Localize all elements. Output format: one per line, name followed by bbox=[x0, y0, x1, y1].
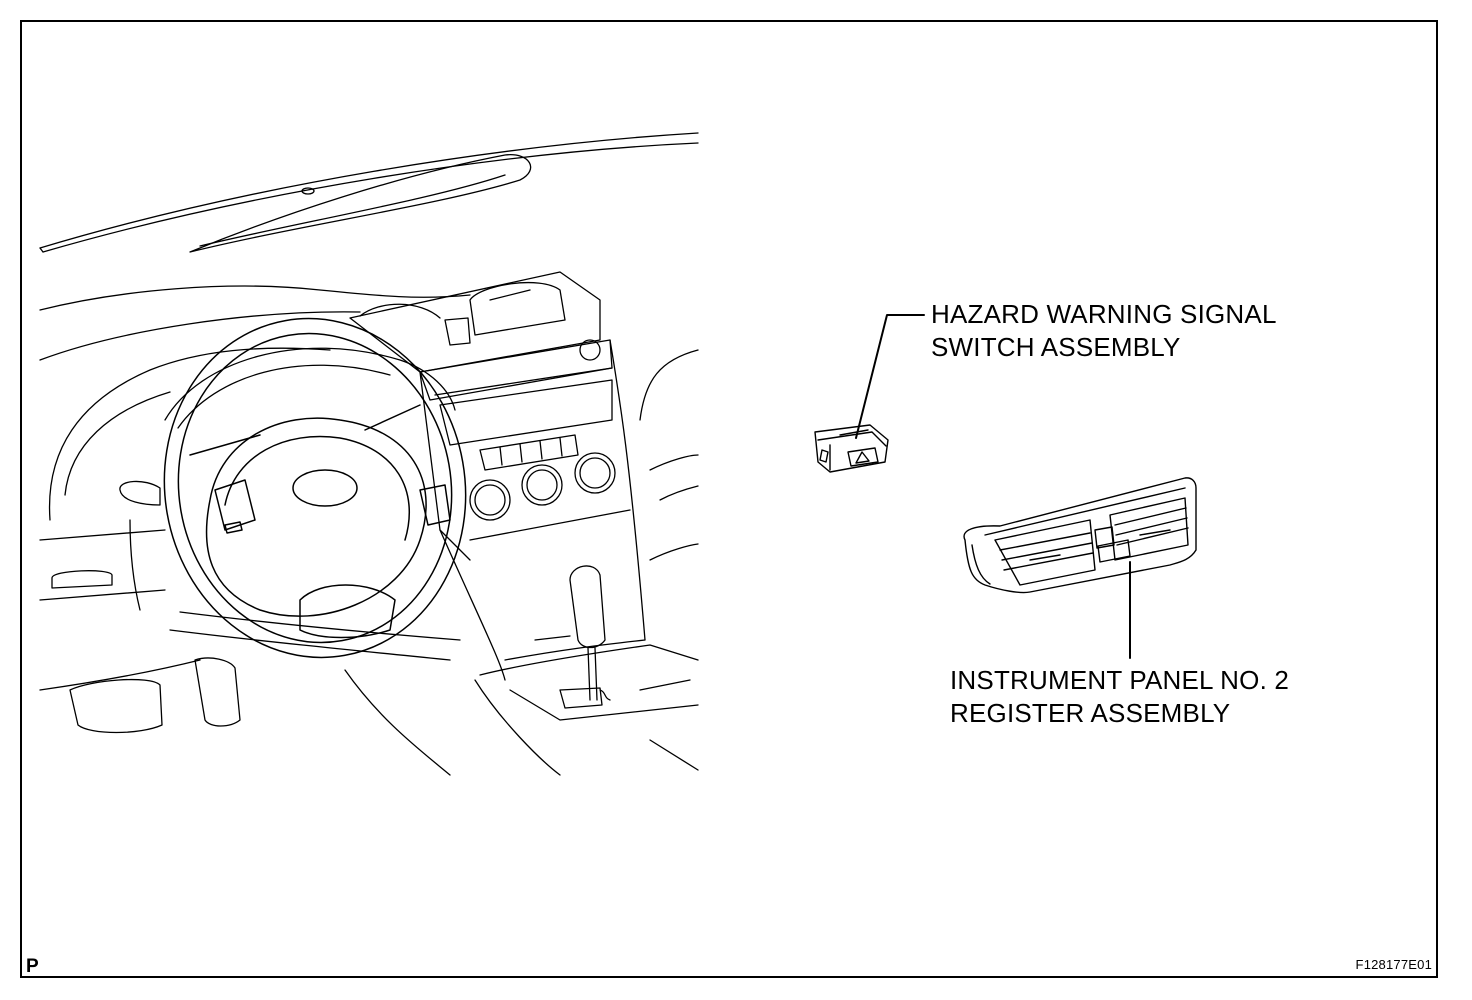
dash-body bbox=[39, 285, 471, 691]
pedals bbox=[69, 657, 241, 734]
register-label: INSTRUMENT PANEL NO. 2 REGISTER ASSEMBLY bbox=[950, 664, 1289, 730]
figure-code: F128177E01 bbox=[1355, 957, 1432, 972]
register-label-line2: REGISTER ASSEMBLY bbox=[950, 698, 1231, 728]
hazard-switch-label: HAZARD WARNING SIGNAL SWITCH ASSEMBLY bbox=[931, 298, 1277, 364]
center-console bbox=[349, 271, 646, 681]
hazard-switch-part bbox=[814, 424, 889, 473]
hazard-label-line2: SWITCH ASSEMBLY bbox=[931, 332, 1181, 362]
dash-top bbox=[39, 132, 699, 253]
corner-letter: P bbox=[26, 956, 39, 977]
gauge-hood bbox=[164, 347, 456, 429]
register-label-line1: INSTRUMENT PANEL NO. 2 bbox=[950, 665, 1290, 695]
hazard-label-line1: HAZARD WARNING SIGNAL bbox=[931, 299, 1277, 329]
leader-lines bbox=[855, 314, 1131, 659]
hazard-leader-line bbox=[855, 314, 925, 439]
register-part bbox=[963, 477, 1197, 594]
passenger-side bbox=[344, 349, 699, 776]
shift-console bbox=[474, 565, 699, 776]
steering-wheel bbox=[163, 317, 467, 659]
figure-frame bbox=[20, 20, 1438, 978]
